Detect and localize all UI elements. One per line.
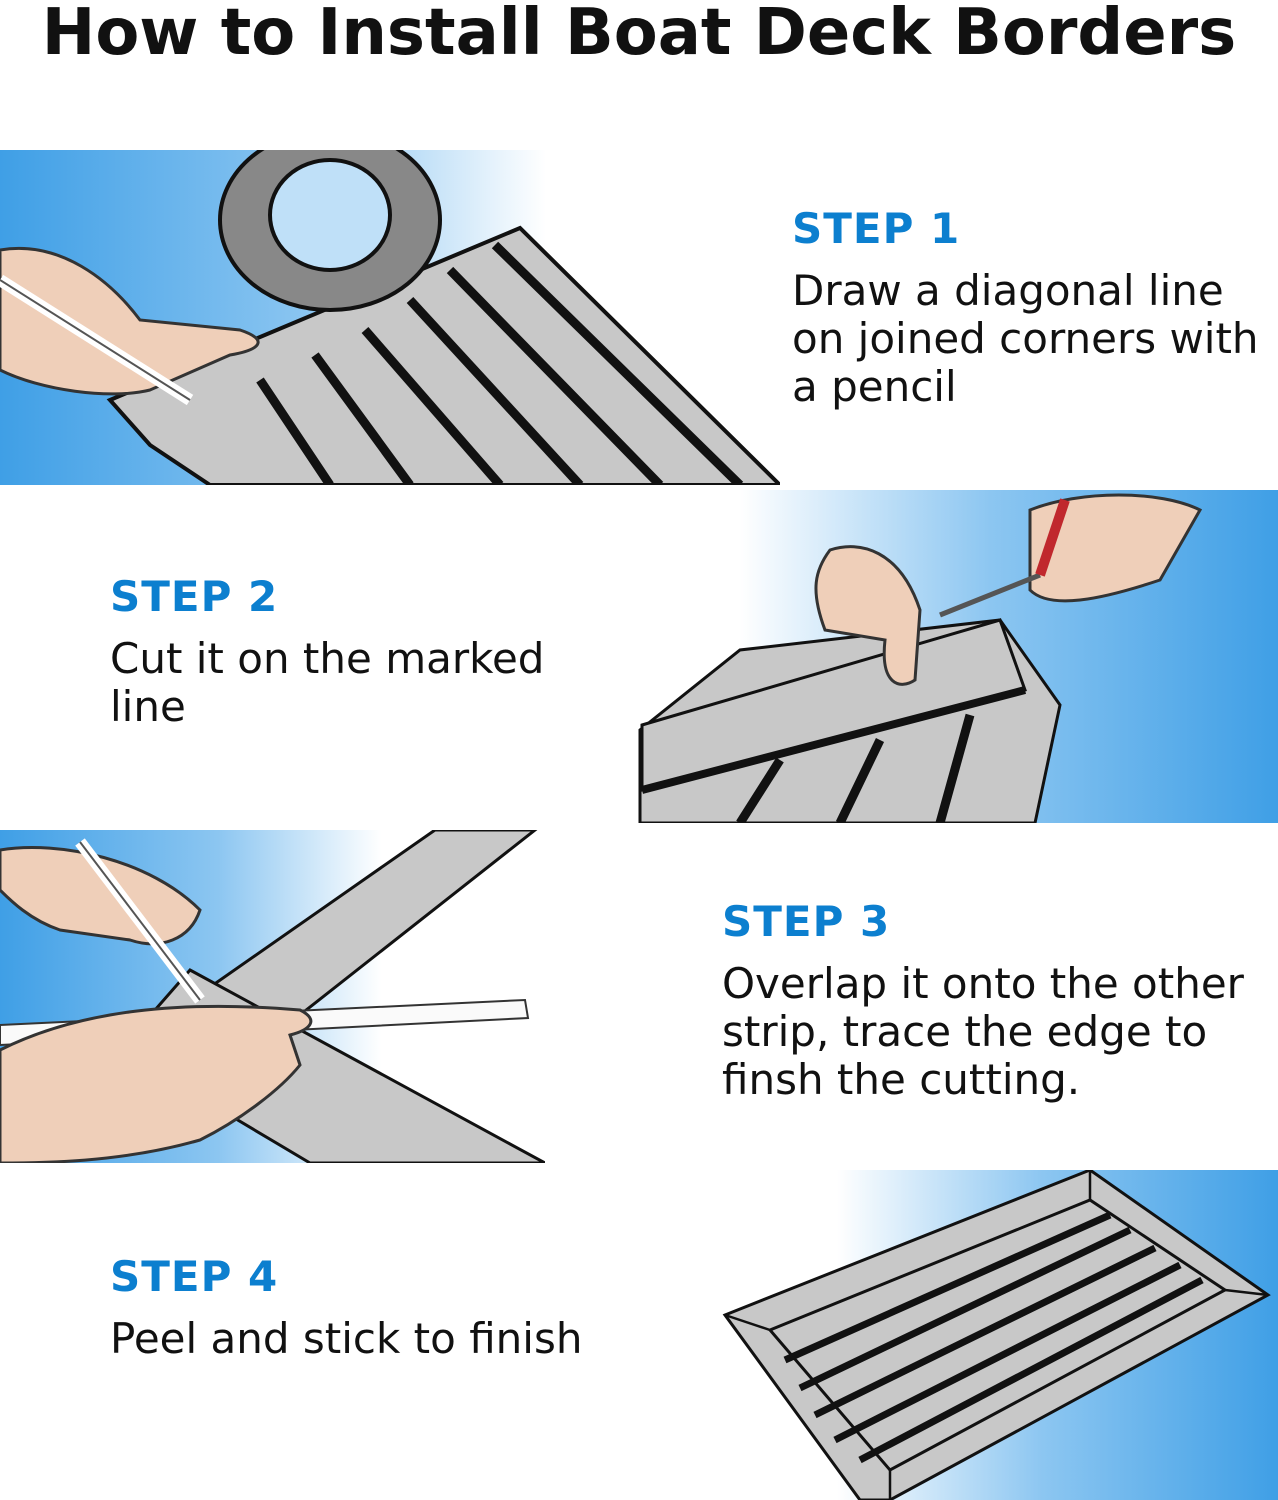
- step2-heading: STEP 2: [110, 572, 279, 621]
- step2-block: STEP 2 Cut it on the marked line: [110, 572, 550, 731]
- step2-illustration: [560, 490, 1278, 823]
- step1-text: Draw a diagonal line on joined corners w…: [792, 266, 1259, 411]
- step4-heading: STEP 4: [110, 1252, 279, 1301]
- step1-heading: STEP 1: [792, 204, 961, 253]
- step4-text: Peel and stick to finish: [110, 1314, 583, 1363]
- step2-text: Cut it on the marked line: [110, 634, 545, 731]
- step4-illustration: [690, 1170, 1278, 1500]
- step3-block: STEP 3 Overlap it onto the other strip, …: [722, 897, 1262, 1104]
- step3-text: Overlap it onto the other strip, trace t…: [722, 959, 1244, 1104]
- step1-illustration: [0, 150, 780, 485]
- step3-illustration: [0, 830, 545, 1163]
- step4-block: STEP 4 Peel and stick to finish: [110, 1252, 670, 1363]
- page-title: How to Install Boat Deck Borders: [41, 0, 1237, 70]
- step1-block: STEP 1 Draw a diagonal line on joined co…: [792, 204, 1262, 411]
- step3-heading: STEP 3: [722, 897, 891, 946]
